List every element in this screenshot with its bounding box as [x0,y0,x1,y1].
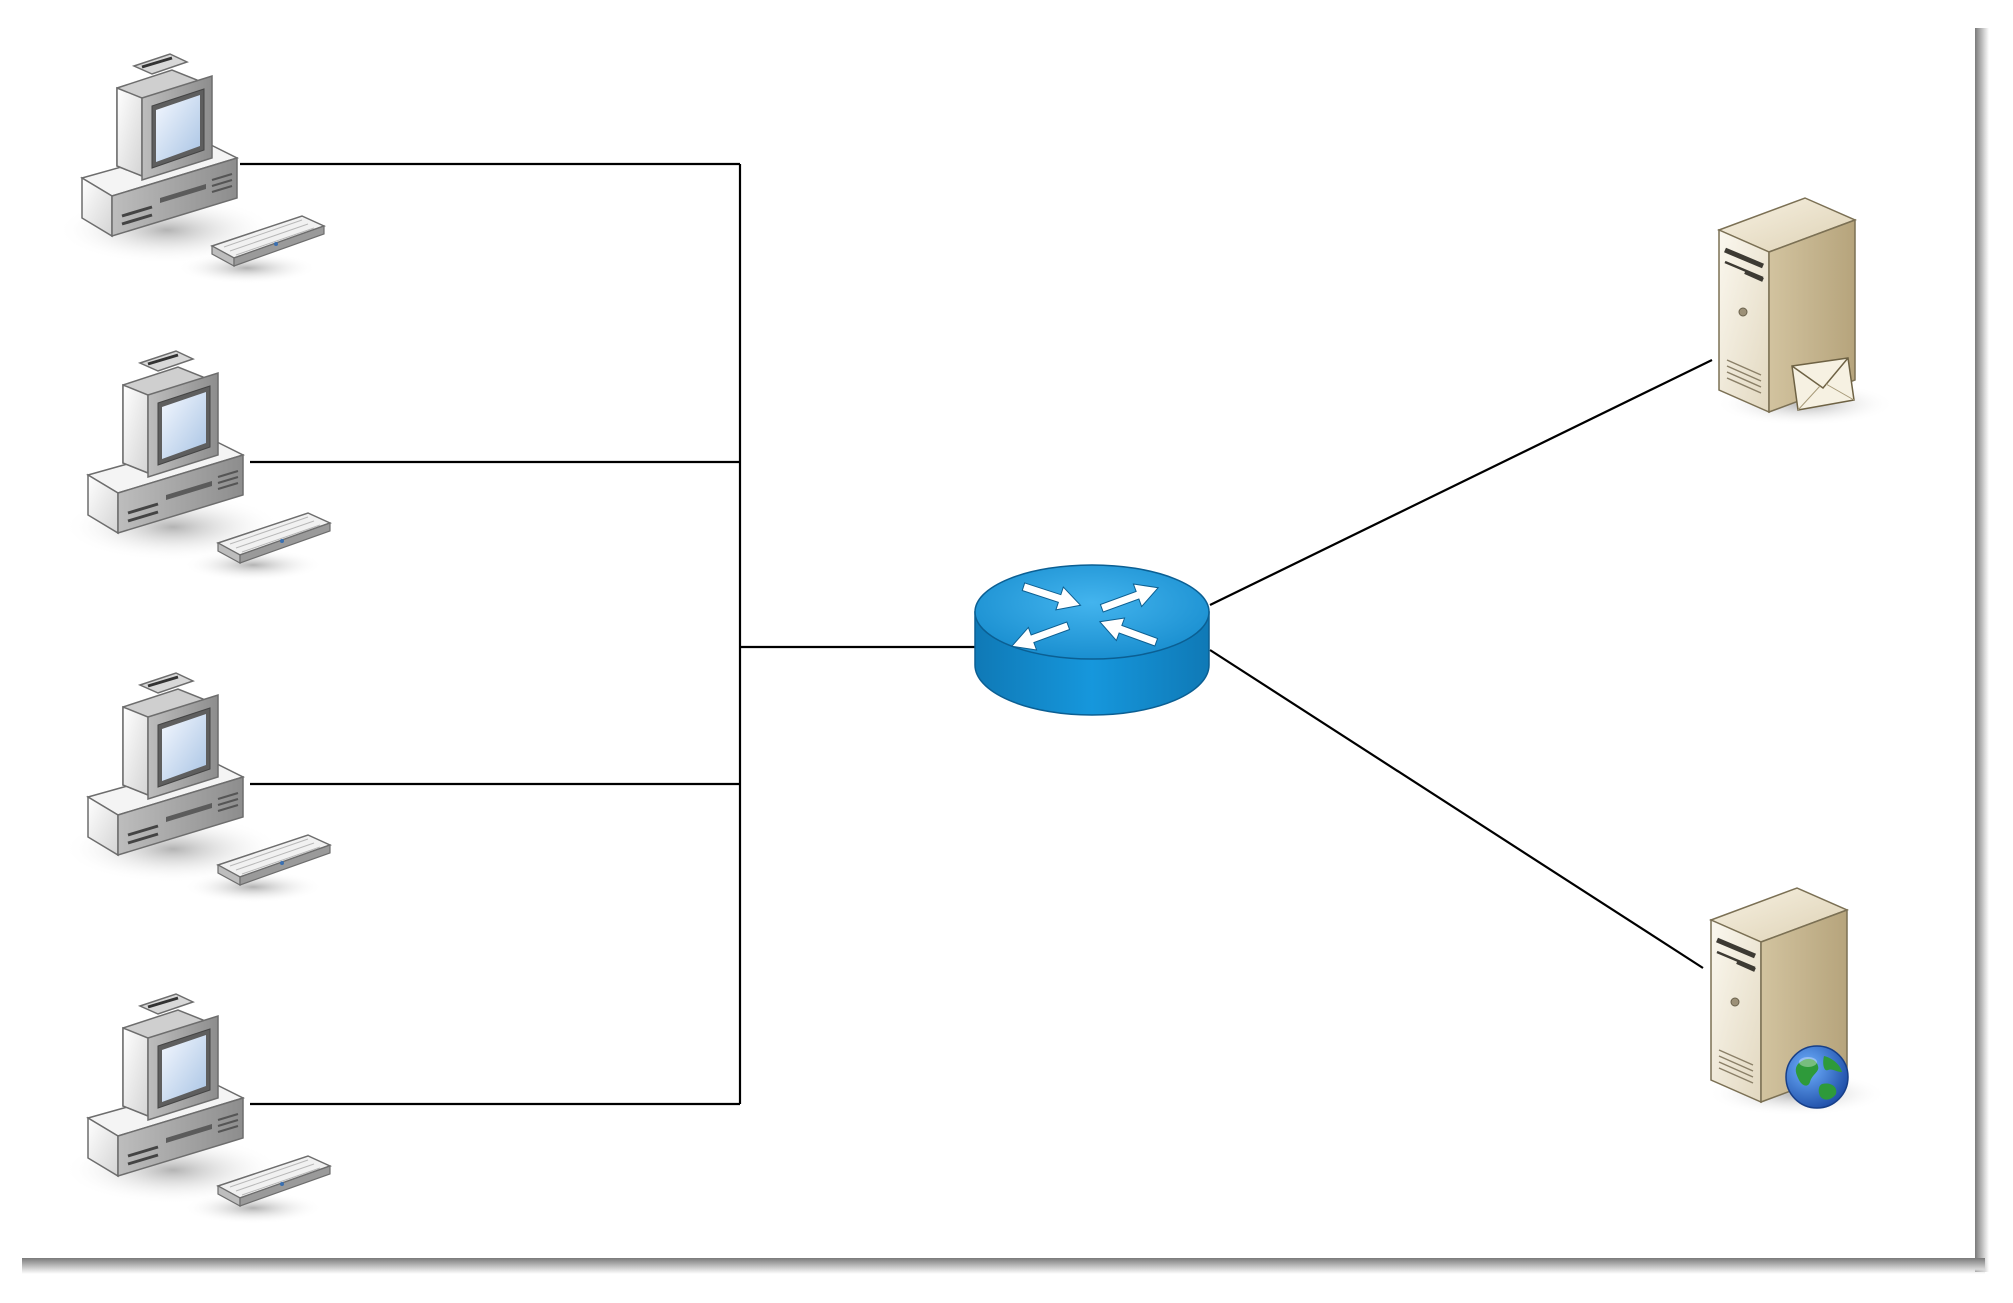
link-router-web-server [1209,649,1704,969]
computer-icon [55,52,326,286]
page-shadow-right [1975,28,1989,1272]
computer-icon [61,992,332,1226]
computer-icon [61,349,332,583]
page-shadow-bottom [22,1258,1985,1274]
link-router-mail-server [1209,359,1713,606]
globe-icon [1785,1045,1849,1109]
web-server-icon [1707,888,1887,1116]
connections [240,162,1713,1106]
router-icon [974,564,1210,716]
envelope-icon [1791,357,1855,411]
mail-server-icon [1715,198,1895,426]
computer-icon [61,671,332,905]
